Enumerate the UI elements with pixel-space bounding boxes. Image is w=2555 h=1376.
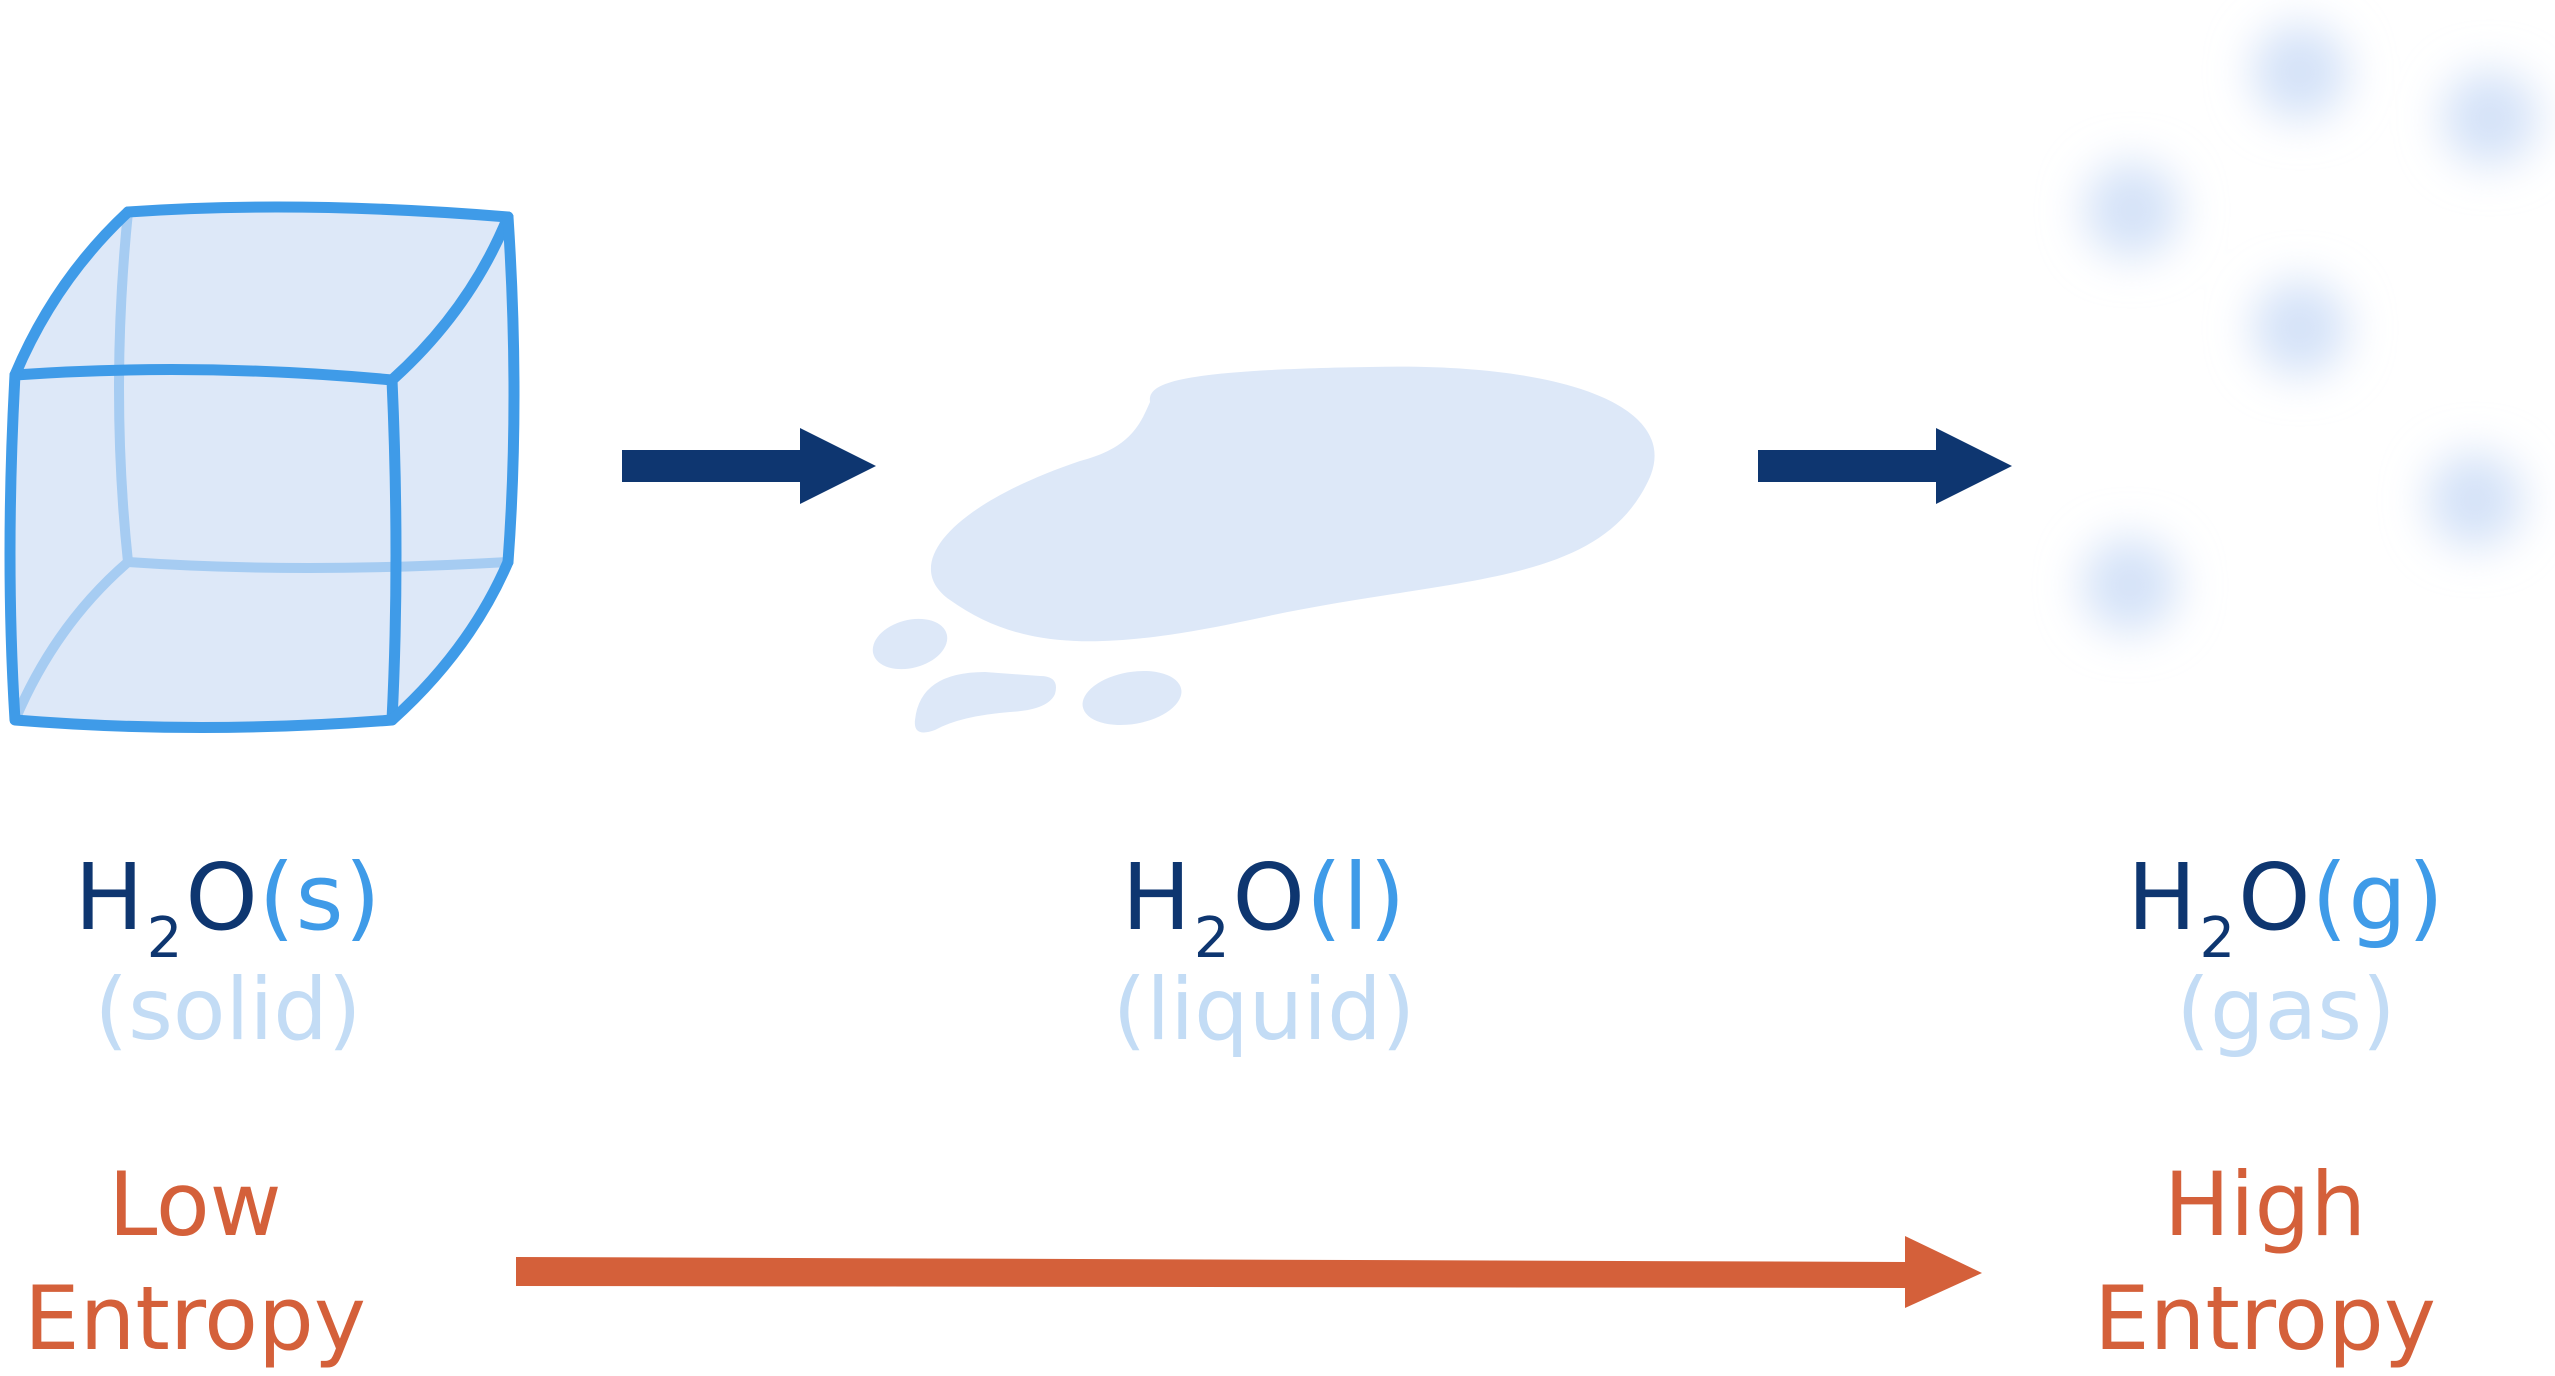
- high-entropy-line1: High: [2163, 1153, 2367, 1256]
- low-entropy-label: Low Entropy: [20, 1148, 370, 1376]
- vapor-particles-icon: [2082, 24, 2538, 633]
- formula-gas: H2O(g): [2127, 844, 2445, 971]
- entropy-arrow: [516, 1236, 1982, 1308]
- state-label-solid: H2O(s) (solid): [0, 844, 528, 1061]
- state-label-liquid: H2O(l) (liquid): [964, 844, 1564, 1061]
- high-entropy-label: High Entropy: [2090, 1148, 2440, 1376]
- high-entropy-line2: Entropy: [2094, 1267, 2436, 1370]
- state-name-gas: (gas): [2176, 960, 2396, 1060]
- ice-cube-icon: [4, 201, 520, 733]
- low-entropy-line2: Entropy: [24, 1267, 366, 1370]
- water-puddle-icon: [872, 366, 1655, 733]
- state-label-gas: H2O(g) (gas): [1986, 844, 2555, 1061]
- formula-liquid: H2O(l): [1121, 844, 1407, 971]
- formula-solid: H2O(s): [74, 844, 382, 971]
- transition-arrow-1: [622, 428, 876, 504]
- state-name-liquid: (liquid): [1112, 960, 1416, 1060]
- transition-arrow-2: [1758, 428, 2012, 504]
- low-entropy-line1: Low: [108, 1153, 282, 1256]
- state-name-solid: (solid): [94, 960, 362, 1060]
